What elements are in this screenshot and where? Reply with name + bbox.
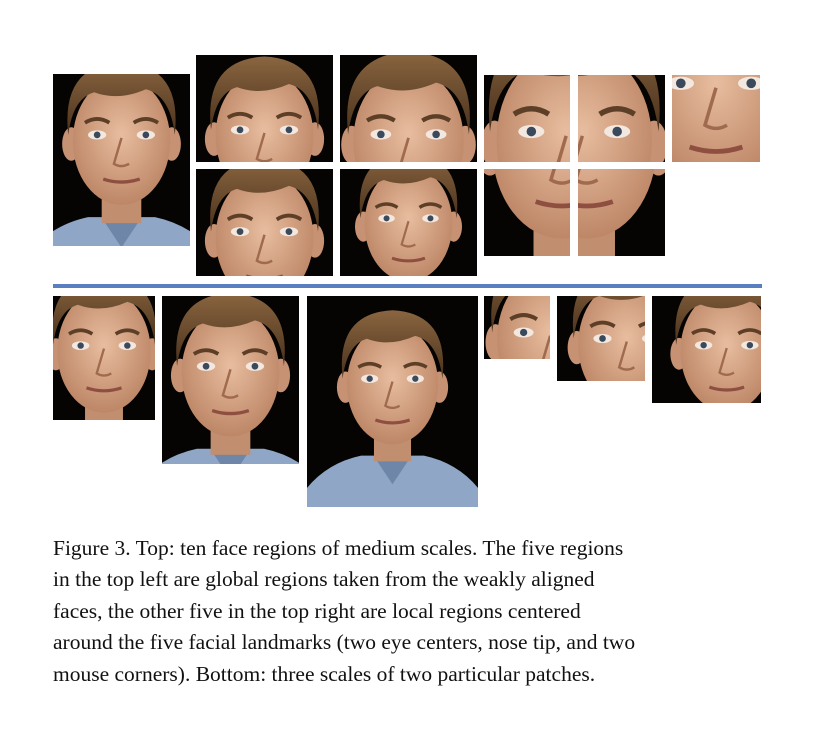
face-patch-scale-1-large xyxy=(307,296,478,507)
face-patch-scale-2-medium xyxy=(557,296,645,381)
figure-caption: Figure 3. Top: ten face regions of mediu… xyxy=(53,536,636,686)
face-patch-scale-1-small xyxy=(53,296,155,420)
face-patch-local-5 xyxy=(578,169,665,256)
face-patch-local-1 xyxy=(484,75,570,162)
face-patch-scale-2-large xyxy=(652,296,761,403)
face-patch-global-3 xyxy=(196,169,333,276)
face-patch-local-3 xyxy=(672,75,760,162)
face-patch-source xyxy=(53,74,190,246)
face-patch-local-2 xyxy=(578,75,665,162)
face-patch-scale-2-small xyxy=(484,296,550,359)
face-patch-local-4 xyxy=(484,169,570,256)
section-divider xyxy=(53,284,762,288)
face-patch-global-4 xyxy=(340,169,477,276)
face-patch-global-2 xyxy=(340,55,477,162)
face-patch-scale-1-medium xyxy=(162,296,299,464)
face-patch-global-1 xyxy=(196,55,333,162)
